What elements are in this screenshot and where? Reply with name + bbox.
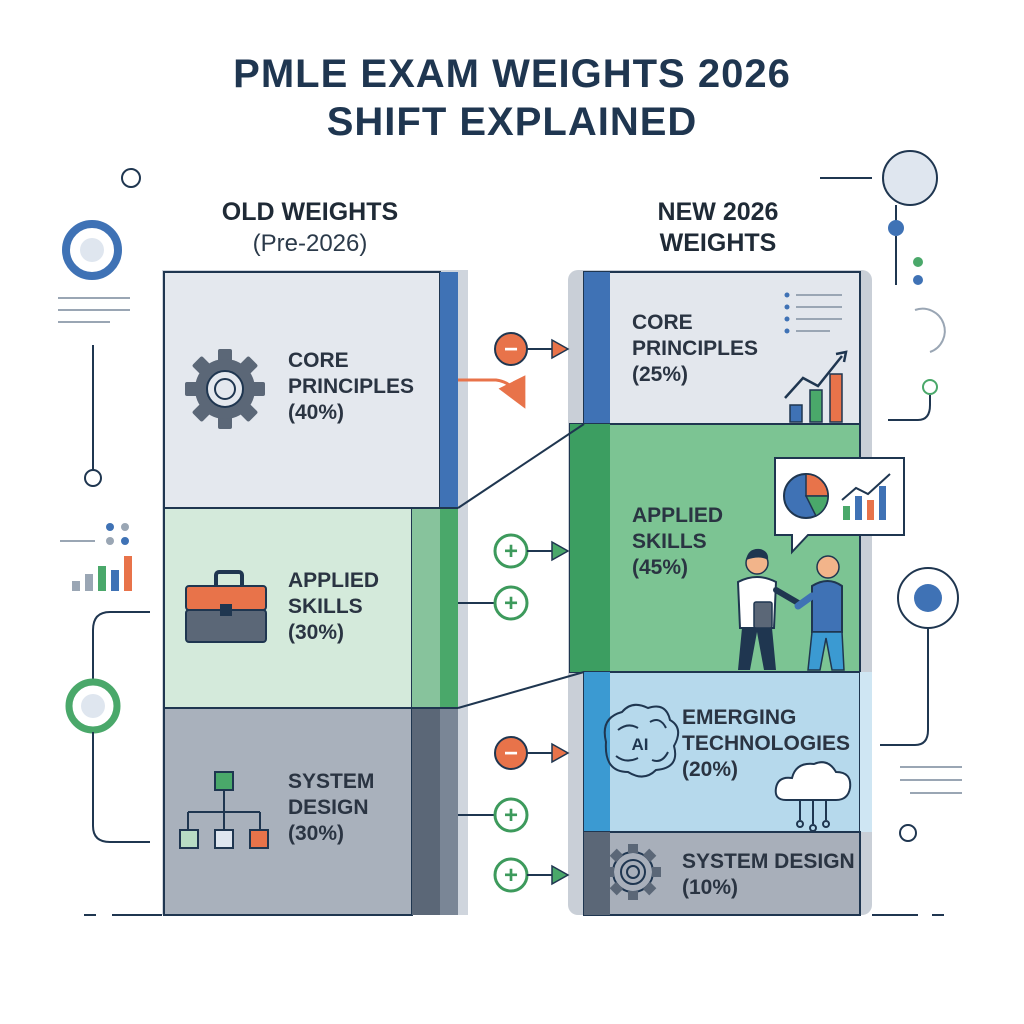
change-marker-4: −	[494, 736, 570, 770]
old-column-subheading: (Pre-2026)	[252, 230, 368, 257]
ai-icon-label: AI	[632, 735, 649, 754]
old-core-principles-label: CORE PRINCIPLES (40%)	[288, 349, 415, 424]
svg-text:+: +	[504, 590, 518, 617]
page-title-line1: PMLE EXAM WEIGHTS 2026	[233, 52, 791, 96]
new-core-principles-label: CORE PRINCIPLES (25%)	[632, 311, 759, 386]
change-marker-6: +	[493, 857, 570, 893]
new-column-heading-line1: NEW 2026	[657, 198, 779, 226]
svg-text:+: +	[504, 538, 518, 565]
new-column-heading-line2: WEIGHTS	[659, 229, 777, 257]
new-weights-column	[568, 270, 872, 916]
change-marker-5: +	[458, 797, 529, 833]
people-handshake-icon	[736, 457, 905, 671]
change-marker-1: −	[494, 332, 570, 366]
small-circle-icon	[121, 168, 141, 188]
page-title-line2: SHIFT EXPLAINED	[326, 100, 698, 144]
new-system-design-label: SYSTEM DESIGN (10%)	[682, 850, 855, 899]
growth-chart-icon	[784, 292, 848, 423]
target-ring-icon	[62, 220, 122, 280]
gear-icon	[605, 844, 661, 900]
change-marker-3: +	[458, 585, 529, 621]
svg-text:−: −	[504, 740, 518, 767]
mini-bars-icon	[60, 523, 132, 591]
toolbox-icon	[185, 570, 267, 643]
connector-lines	[457, 375, 585, 709]
decorative-elements	[58, 150, 962, 916]
svg-text:+: +	[504, 802, 518, 829]
old-system-design-label: SYSTEM DESIGN (30%)	[288, 770, 375, 845]
ai-brain-icon	[603, 703, 680, 778]
hierarchy-icon	[179, 771, 269, 849]
cloud-network-icon	[774, 761, 852, 832]
gear-icon	[185, 349, 265, 429]
new-applied-skills-label: APPLIED SKILLS (45%)	[632, 504, 724, 579]
old-applied-skills-label: APPLIED SKILLS (30%)	[288, 569, 380, 644]
old-column-heading: OLD WEIGHTS	[221, 198, 399, 226]
svg-text:+: +	[504, 862, 518, 889]
svg-text:−: −	[504, 336, 518, 363]
new-emerging-technologies-label: EMERGING TECHNOLOGIES (20%)	[682, 706, 851, 781]
change-marker-2: +	[493, 533, 570, 569]
